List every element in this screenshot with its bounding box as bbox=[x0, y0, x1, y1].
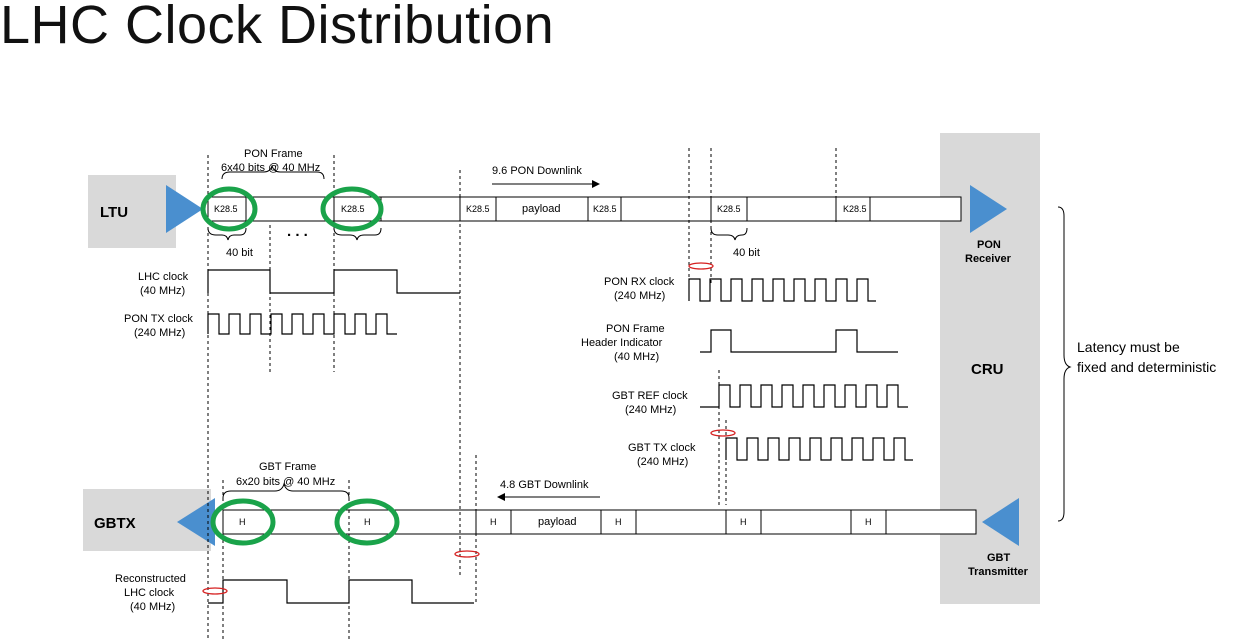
pon-k285-6: K28.5 bbox=[843, 204, 867, 214]
pon-downlink-arrow bbox=[492, 180, 600, 188]
reconstructed-label-1: Reconstructed bbox=[115, 573, 186, 585]
pon-k285-2: K28.5 bbox=[341, 204, 365, 214]
bit40-left: 40 bit bbox=[226, 247, 253, 259]
marker-gbt-stream bbox=[454, 550, 480, 558]
ltu-transmitter-icon bbox=[166, 185, 203, 233]
reconstructed-clock-wave bbox=[208, 579, 474, 604]
pon-k285-3: K28.5 bbox=[466, 204, 490, 214]
gbtx-receiver-icon bbox=[177, 498, 215, 546]
gbt-header-6: H bbox=[865, 517, 872, 527]
pon-tx-clock-wave bbox=[207, 313, 397, 335]
lhc-clock-label-2: (40 MHz) bbox=[140, 285, 185, 297]
gbt-ref-clock-label-2: (240 MHz) bbox=[625, 404, 676, 416]
pon-header-label-2: Header Indicator bbox=[581, 337, 663, 349]
gbt-header-2: H bbox=[364, 517, 371, 527]
gbt-header-3: H bbox=[490, 517, 497, 527]
page-title: LHC Clock Distribution bbox=[0, 0, 555, 55]
latency-note-2: fixed and deterministic bbox=[1077, 359, 1216, 375]
gbt-tx-clock-wave bbox=[725, 437, 913, 461]
gbt-ref-clock-label-1: GBT REF clock bbox=[612, 390, 688, 402]
pon-header-label-1: PON Frame bbox=[606, 323, 665, 335]
pon-rx-clock-wave bbox=[688, 278, 876, 302]
bit40-right: 40 bit bbox=[733, 247, 760, 259]
cru-label: CRU bbox=[971, 361, 1004, 378]
pon-receiver-icon bbox=[970, 185, 1007, 233]
pon-tx-clock-label-1: PON TX clock bbox=[124, 313, 193, 325]
gbtx-label: GBTX bbox=[94, 515, 136, 532]
marker-pon-rx bbox=[688, 262, 714, 270]
latency-note-1: Latency must be bbox=[1077, 339, 1180, 355]
lhc-clock-label-1: LHC clock bbox=[138, 271, 189, 283]
gbt-transmitter-icon bbox=[982, 498, 1019, 546]
pon-frame-title: PON Frame bbox=[244, 148, 303, 160]
gbt-frame-sub: 6x20 bits @ 40 MHz bbox=[236, 476, 335, 488]
highlight-pon-k285-2 bbox=[320, 186, 384, 232]
lhc-clock-wave bbox=[207, 269, 460, 294]
gbt-tx-clock-label-1: GBT TX clock bbox=[628, 442, 696, 454]
highlight-gbt-header-2 bbox=[334, 498, 400, 546]
pon-header-wave bbox=[700, 329, 898, 353]
gbt-ref-clock-wave bbox=[700, 384, 908, 408]
pon-payload: payload bbox=[522, 203, 561, 215]
pon-rx-clock-label-2: (240 MHz) bbox=[614, 290, 665, 302]
reconstructed-label-2: LHC clock bbox=[124, 587, 175, 599]
guide-lines bbox=[207, 148, 837, 640]
highlight-pon-k285-1 bbox=[200, 186, 258, 232]
pon-k285-5: K28.5 bbox=[717, 204, 741, 214]
ltu-label: LTU bbox=[100, 204, 128, 221]
braces bbox=[207, 164, 1072, 522]
pon-k285-1: K28.5 bbox=[214, 204, 238, 214]
gbt-tx-clock-label-2: (240 MHz) bbox=[637, 456, 688, 468]
ellipsis: . . . bbox=[287, 223, 308, 240]
pon-rx-clock-label-1: PON RX clock bbox=[604, 276, 675, 288]
gbt-transmitter-label-2: Transmitter bbox=[968, 566, 1029, 578]
pon-tx-clock-label-2: (240 MHz) bbox=[134, 327, 185, 339]
gbt-downlink-label: 4.8 GBT Downlink bbox=[500, 479, 589, 491]
pon-downlink-label: 9.6 PON Downlink bbox=[492, 165, 582, 177]
pon-header-label-3: (40 MHz) bbox=[614, 351, 659, 363]
gbt-frame-title: GBT Frame bbox=[259, 461, 316, 473]
gbt-transmitter-label-1: GBT bbox=[987, 552, 1011, 564]
gbt-payload: payload bbox=[538, 516, 577, 528]
gbt-header-1: H bbox=[239, 517, 246, 527]
red-markers bbox=[202, 262, 736, 595]
highlight-circles bbox=[200, 186, 400, 546]
reconstructed-label-3: (40 MHz) bbox=[130, 601, 175, 613]
ltu-panel bbox=[88, 175, 176, 248]
marker-reconstructed bbox=[202, 587, 228, 595]
highlight-gbt-header-1 bbox=[210, 498, 276, 546]
pon-k285-4: K28.5 bbox=[593, 204, 617, 214]
gbt-header-4: H bbox=[615, 517, 622, 527]
gbt-downlink-arrow bbox=[497, 493, 600, 501]
marker-gbt-tx bbox=[710, 429, 736, 437]
gbt-header-5: H bbox=[740, 517, 747, 527]
pon-receiver-label-2: Receiver bbox=[965, 253, 1012, 265]
waveforms bbox=[207, 269, 913, 604]
pon-frame-sub: 6x40 bits @ 40 MHz bbox=[221, 162, 320, 174]
pon-receiver-label-1: PON bbox=[977, 239, 1001, 251]
